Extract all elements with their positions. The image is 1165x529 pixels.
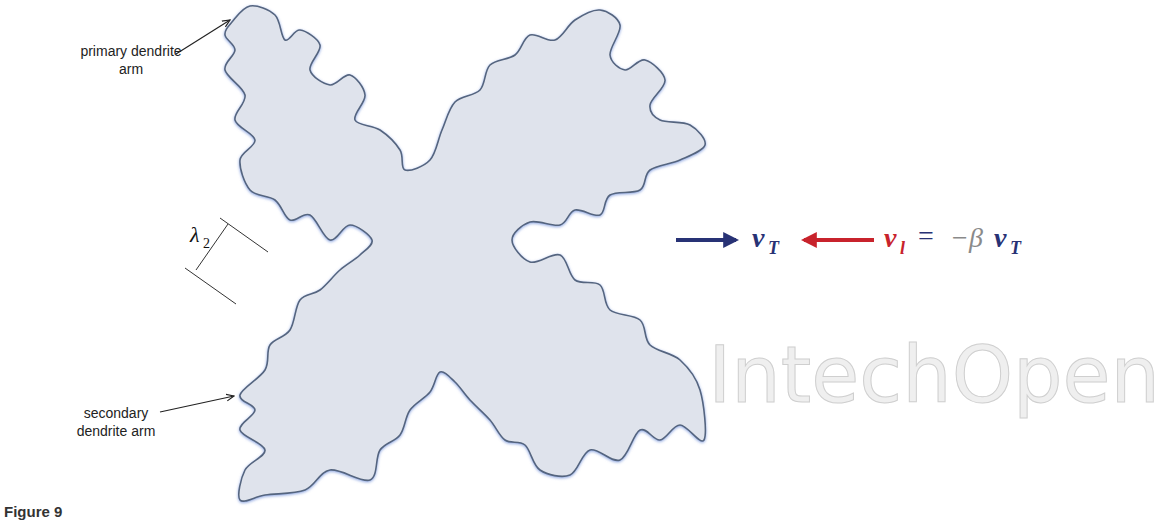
- leader-line: [160, 396, 234, 412]
- velocity-arrow: [804, 238, 874, 242]
- dimension-line: [220, 218, 268, 252]
- dimension-line: [196, 224, 228, 270]
- part-label: primary dendrite arm: [72, 42, 190, 78]
- watermark: IntechOpen: [708, 330, 1160, 420]
- velocity-symbol: v: [994, 222, 1006, 254]
- dimension-subscript: 2: [203, 236, 210, 252]
- velocity-symbol: v: [752, 222, 764, 254]
- equals-sign: =: [918, 220, 934, 252]
- leader-line: [176, 20, 230, 54]
- velocity-subscript: T: [1010, 238, 1021, 259]
- dimension-line: [185, 268, 236, 304]
- velocity-subscript: l: [900, 238, 905, 259]
- part-label: secondary dendrite arm: [70, 404, 162, 440]
- velocity-symbol: v: [884, 222, 896, 254]
- coefficient: −β: [950, 222, 983, 254]
- dendrite-outline: [225, 6, 706, 501]
- velocity-subscript: T: [768, 238, 779, 259]
- dimension-symbol: λ: [190, 222, 200, 248]
- figure-caption: Figure 9: [4, 503, 62, 520]
- velocity-arrow: [676, 238, 736, 242]
